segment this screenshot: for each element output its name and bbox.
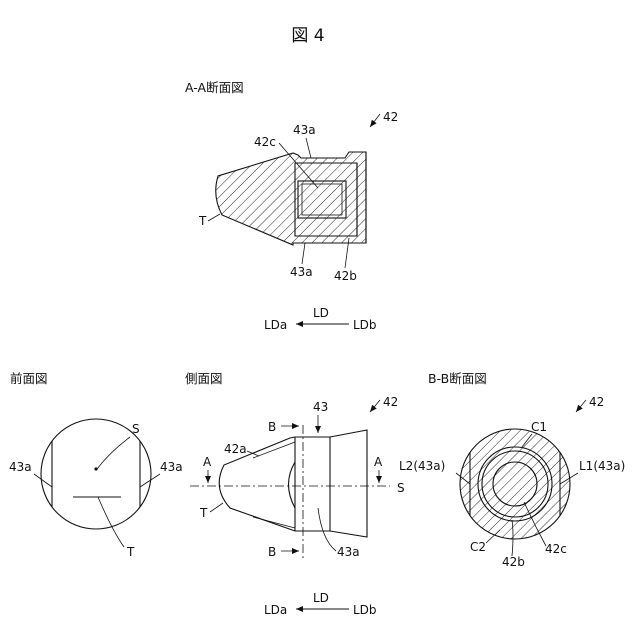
direction-ldb: LDb [353, 318, 377, 332]
side-part-number: 42 [383, 395, 398, 409]
part-number-label: 42 [383, 110, 398, 124]
side-direction-lda: LDa [264, 603, 287, 617]
side-label-a-right: A [374, 455, 383, 469]
label-42c: 42c [254, 135, 276, 149]
figure-title: 図 4 [291, 26, 324, 46]
bb-label-l2: L2(43a) [399, 459, 445, 473]
side-label-43a: 43a [337, 545, 360, 559]
label-t: T [198, 214, 207, 228]
front-label-43a-left: 43a [9, 460, 32, 474]
side-direction-ld: LD [313, 591, 329, 605]
section-bb-view: B-B断面図 42 C1 L2(43a) L1(43a) C2 42b 42c [399, 371, 625, 569]
front-label-43a-right: 43a [160, 460, 183, 474]
section-aa-caption: A-A断面図 [185, 80, 244, 95]
side-label-s: S [397, 481, 405, 495]
front-label-t: T [126, 545, 135, 559]
side-label-t: T [199, 506, 208, 520]
bb-label-42b: 42b [502, 555, 525, 569]
bb-part-number: 42 [589, 395, 604, 409]
direction-ld: LD [313, 306, 329, 320]
label-43a-bottom: 43a [290, 265, 313, 279]
section-aa-view: A-A断面図 42 42c 43a 43a 42b T LD LDa LDb [185, 80, 398, 332]
section-bb-caption: B-B断面図 [428, 371, 487, 386]
direction-lda: LDa [264, 318, 287, 332]
side-label-43: 43 [313, 400, 328, 414]
side-label-b-bottom: B [268, 545, 276, 559]
bb-label-c2: C2 [470, 540, 486, 554]
side-direction-ldb: LDb [353, 603, 377, 617]
part-number-arrow [370, 114, 380, 127]
bb-label-42c: 42c [545, 542, 567, 556]
side-label-b-top: B [268, 420, 276, 434]
side-label-42a: 42a [224, 442, 247, 456]
side-view-caption: 側面図 [185, 371, 223, 386]
front-view-caption: 前面図 [10, 371, 48, 386]
front-view: 前面図 S T 43a 43a [9, 371, 183, 559]
bb-inner-core [493, 462, 537, 506]
side-label-a-left: A [203, 455, 212, 469]
bb-label-c1: C1 [531, 420, 547, 434]
label-43a-top: 43a [293, 123, 316, 137]
bb-label-l1: L1(43a) [579, 459, 625, 473]
label-42b: 42b [334, 269, 357, 283]
section-aa-body [216, 152, 366, 245]
front-label-s: S [132, 422, 140, 436]
side-view: 側面図 42 B B A A S 43 42a T 43a LD [185, 371, 405, 617]
